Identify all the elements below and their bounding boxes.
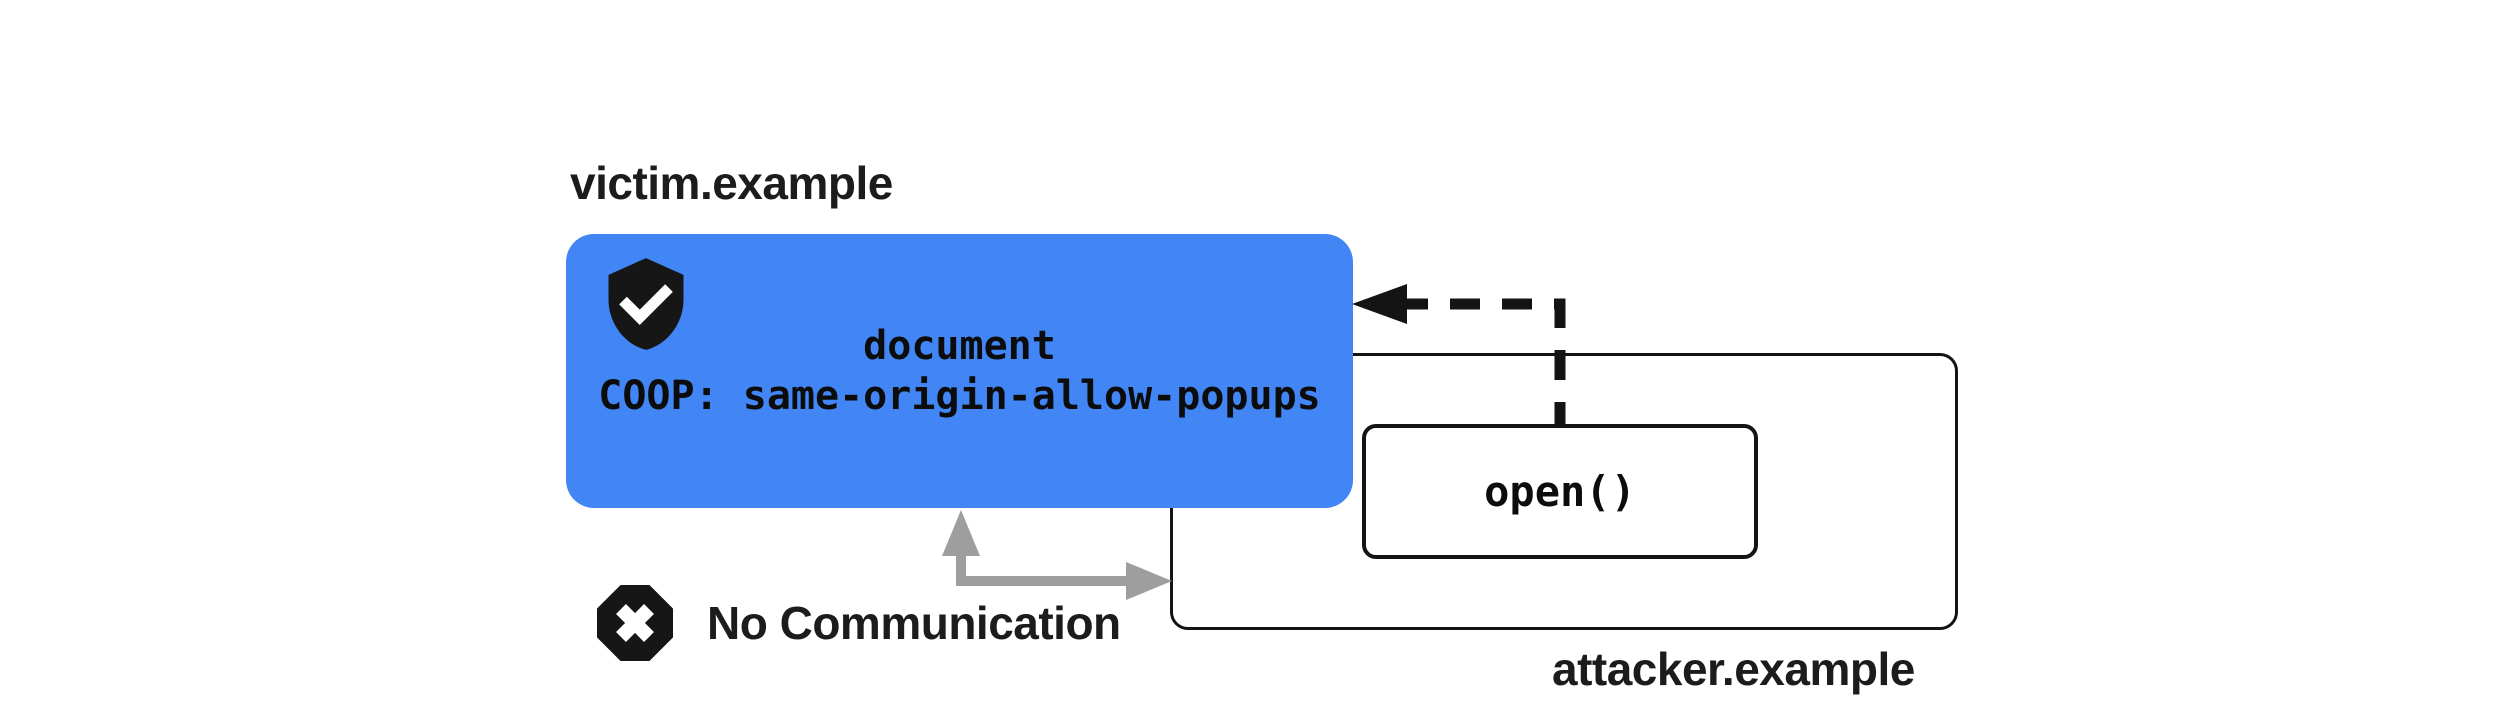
victim-domain-label: victim.example	[570, 157, 893, 209]
octagon-x-icon	[597, 585, 673, 661]
no-communication-label: No Communication	[707, 597, 1121, 649]
attacker-domain-label: attacker.example	[1552, 643, 1915, 695]
victim-card-line2: COOP: same-origin-allow-popups	[598, 373, 1321, 419]
open-call-box: open()	[1362, 424, 1758, 559]
no-communication-status: No Communication	[597, 585, 1121, 661]
victim-card-line1: document	[863, 323, 1056, 369]
victim-document-card: document COOP: same-origin-allow-popups	[566, 234, 1353, 508]
shield-check-icon	[608, 258, 684, 350]
open-call-label: open()	[1484, 467, 1636, 516]
victim-card-text: document COOP: same-origin-allow-popups	[566, 234, 1353, 508]
